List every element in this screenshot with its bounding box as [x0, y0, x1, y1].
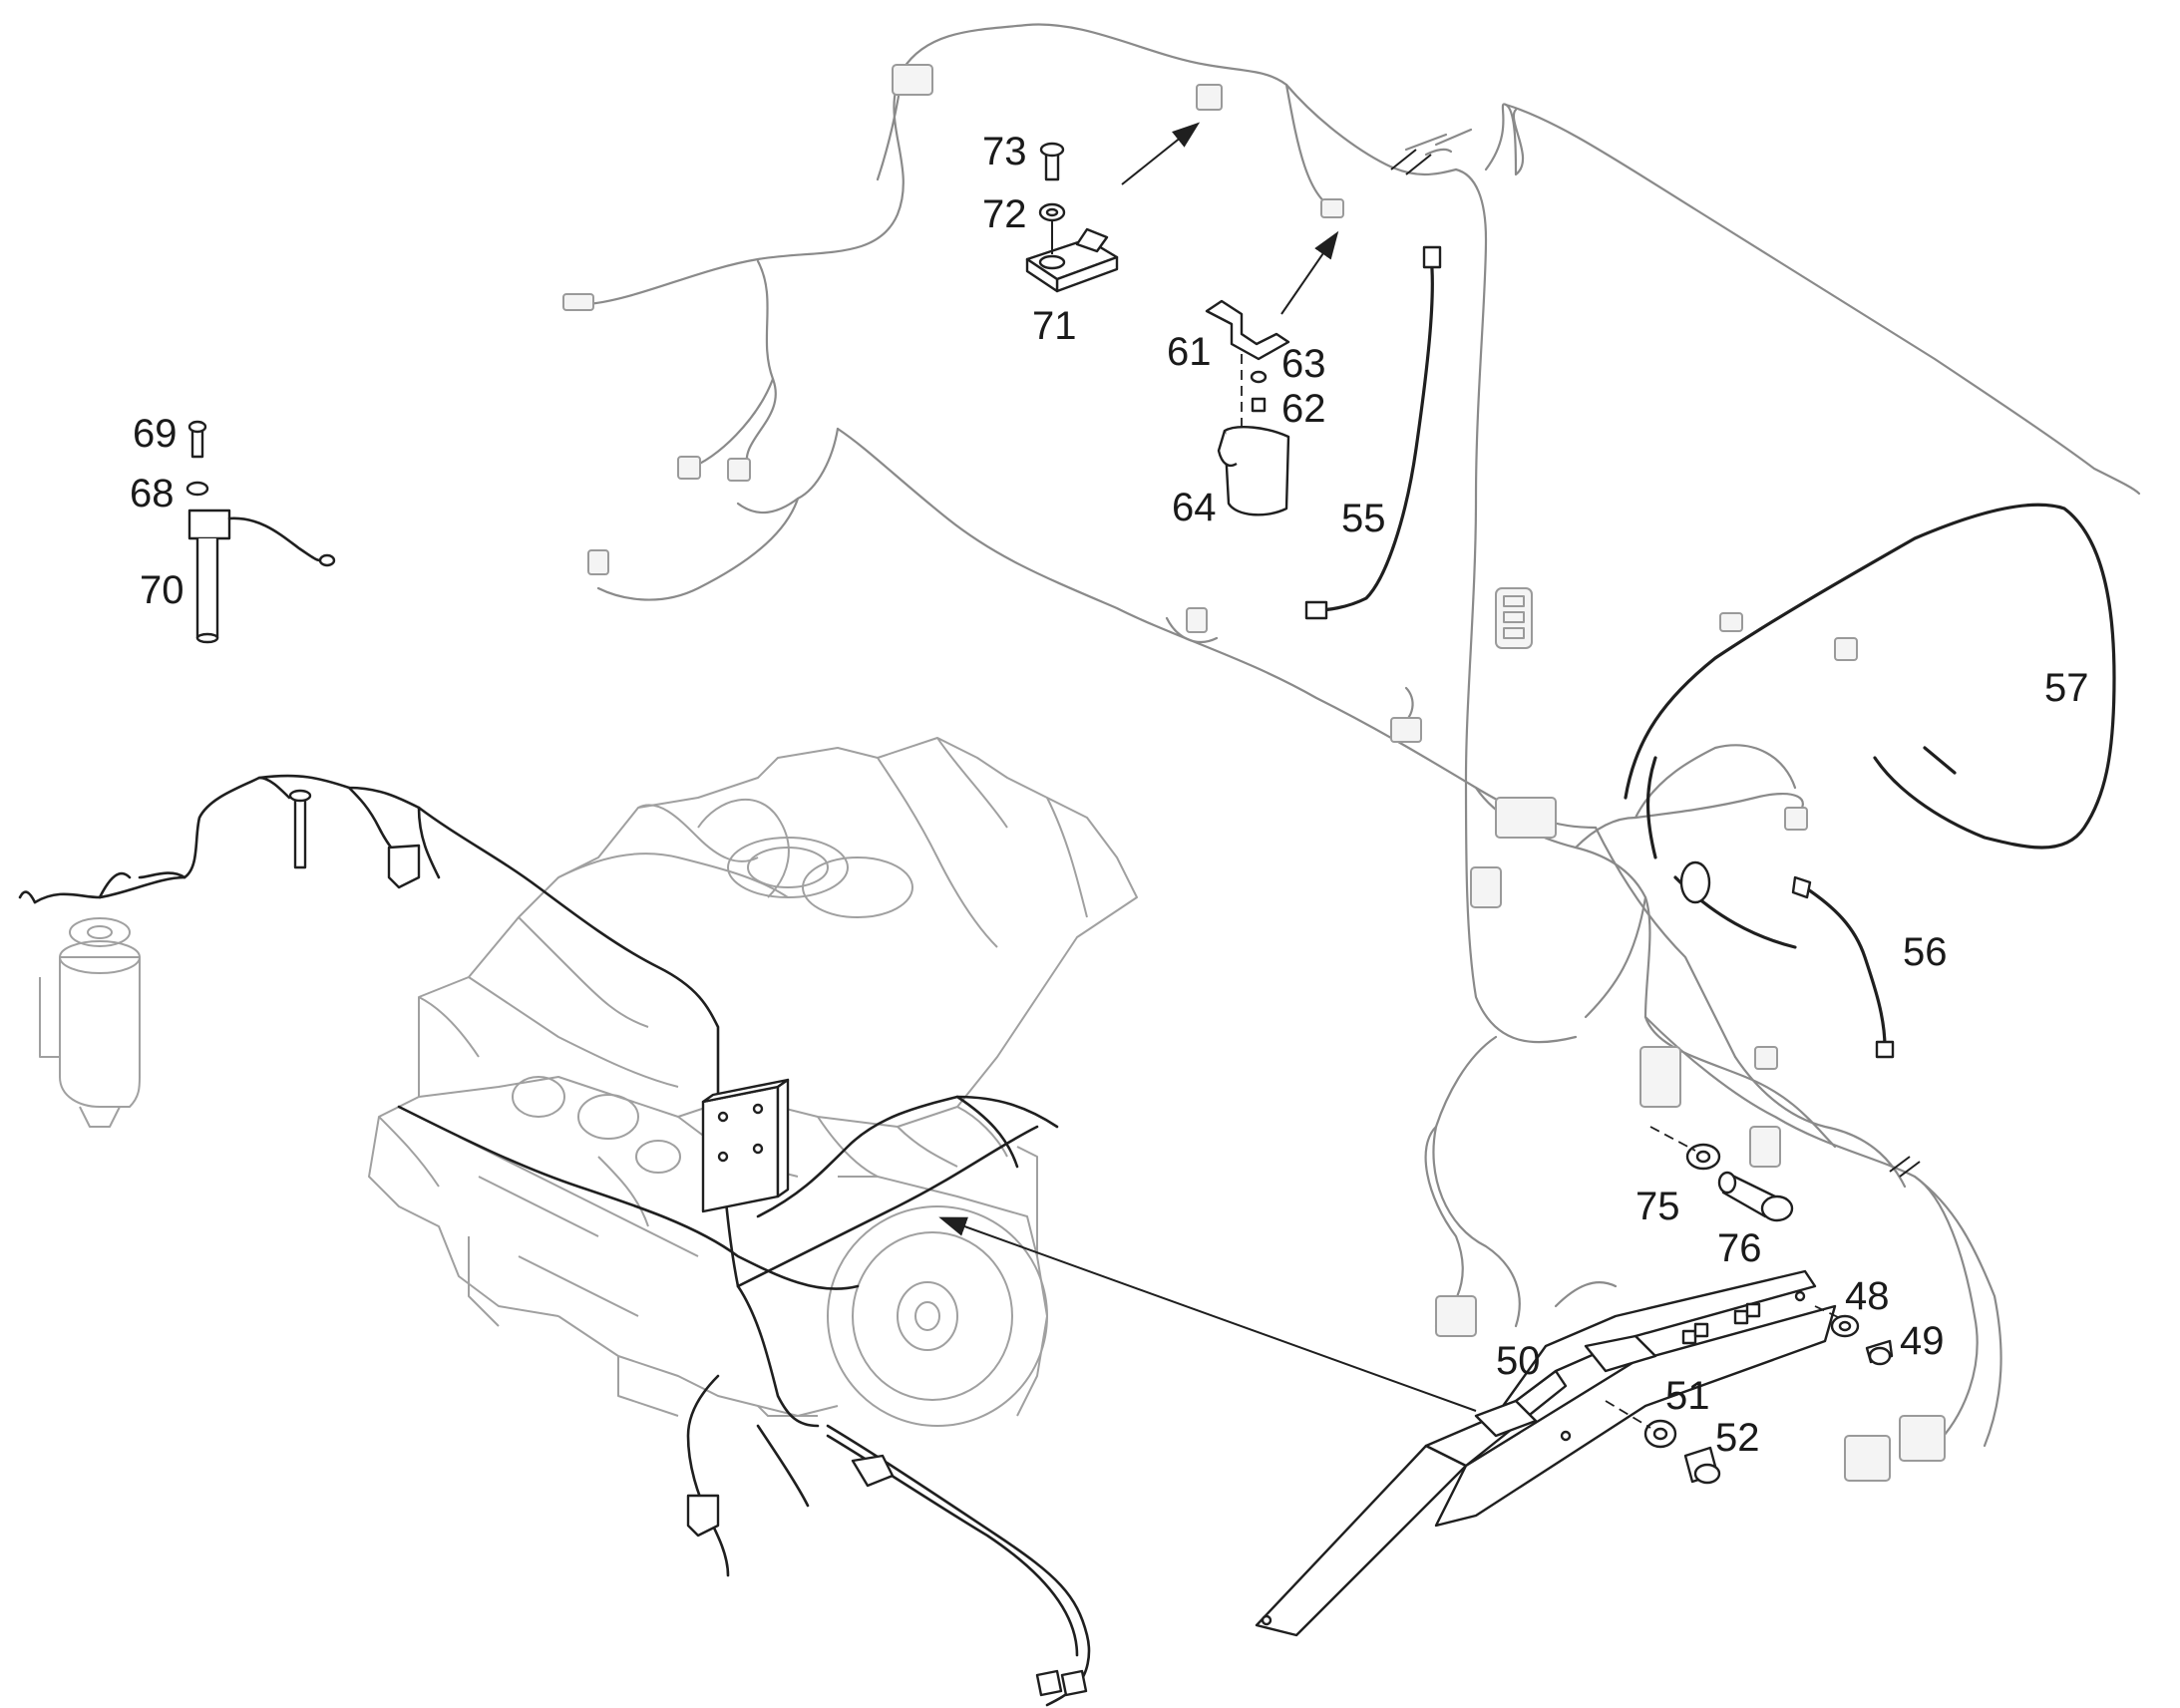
callout-55: 55: [1341, 497, 1386, 540]
callout-63: 63: [1281, 342, 1326, 386]
bracket-assembly-61: [1205, 299, 1290, 516]
bracket-50: [1255, 1269, 1837, 1637]
cable-56: [1803, 885, 1887, 1049]
washer-48: [1830, 1314, 1860, 1338]
callout-62: 62: [1281, 387, 1326, 431]
callout-52: 52: [1715, 1416, 1760, 1460]
engine-wiring-harness: [18, 774, 1091, 1707]
sensor-assembly-70: [185, 420, 336, 644]
callout-56: 56: [1903, 930, 1948, 974]
control-module: [701, 1078, 790, 1213]
callout-57: 57: [2044, 666, 2089, 710]
callout-labels: 73 72 71 61 63 62 64 55 69 68 70 57 56 7…: [130, 130, 2089, 1460]
callout-50: 50: [1496, 1339, 1541, 1383]
fuel-filter: [39, 917, 141, 1128]
callout-49: 49: [1900, 1319, 1945, 1363]
cable-57: [1624, 503, 2116, 850]
bolt-49: [1865, 1339, 1894, 1366]
callout-75: 75: [1635, 1185, 1680, 1228]
callout-48: 48: [1845, 1274, 1890, 1318]
callout-51: 51: [1665, 1374, 1710, 1418]
flywheel-housing: [827, 1146, 1048, 1427]
harness-connectors: [562, 64, 1946, 1482]
callout-70: 70: [140, 568, 184, 612]
callout-64: 64: [1172, 486, 1217, 529]
callout-76: 76: [1717, 1226, 1762, 1270]
washer-51: [1643, 1419, 1677, 1449]
engine-sensor: [288, 789, 1088, 1697]
engine-block: [368, 737, 1138, 1417]
bolt-76: [1717, 1171, 1794, 1222]
clamp-assembly-71: [1025, 142, 1119, 293]
cab-wiring-harness: [566, 23, 2141, 1448]
callout-73: 73: [982, 130, 1027, 173]
callout-71: 71: [1032, 304, 1077, 348]
callout-72: 72: [982, 192, 1027, 236]
callout-68: 68: [130, 472, 175, 515]
washer-75: [1685, 1143, 1721, 1171]
callout-69: 69: [133, 412, 178, 456]
cable-55: [1314, 255, 1434, 612]
callout-61: 61: [1167, 330, 1212, 374]
bolt-52: [1683, 1446, 1721, 1485]
